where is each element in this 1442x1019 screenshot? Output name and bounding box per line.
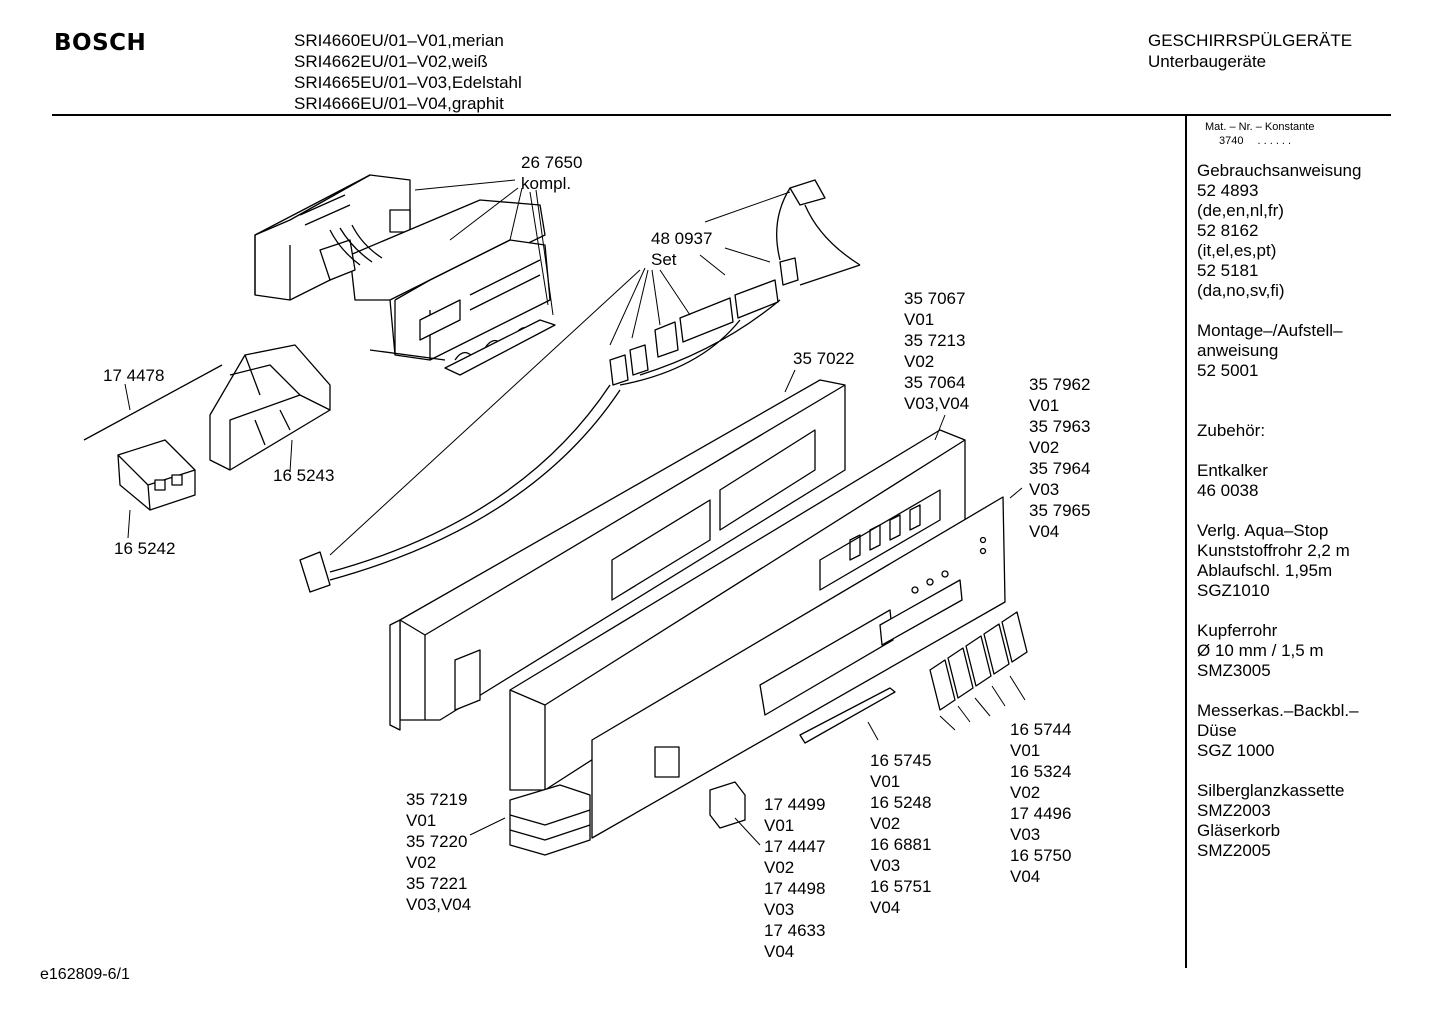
callout-16-5243: 16 5243 (273, 466, 335, 485)
sidebar-line: Düse (1197, 721, 1237, 740)
strip-part (799, 687, 896, 744)
sidebar-line: anweisung (1197, 341, 1279, 360)
model-line: SRI4660EU/01–V01,merian (294, 31, 504, 50)
sidebar-line: (it,el,es,pt) (1197, 241, 1277, 260)
button-set-part (929, 611, 1028, 711)
base-block-part (509, 784, 591, 856)
material-number-box: Mat. – Nr. – Konstante 3740 . . . . . . (1205, 120, 1314, 148)
sidebar-line: Silberglanzkassette (1197, 781, 1345, 800)
rod-part (83, 364, 223, 441)
rear-panel-part (389, 379, 846, 731)
callout-35-7022: 35 7022 (793, 349, 855, 368)
sidebar-line: (da,no,sv,fi) (1197, 281, 1285, 300)
sidebar-line: Messerkas.–Backbl.– (1197, 701, 1359, 720)
sidebar-line: 46 0038 (1197, 481, 1259, 500)
sidebar-line: Montage–/Aufstell– (1197, 321, 1343, 340)
sidebar-line: SMZ3005 (1197, 661, 1271, 680)
sidebar-line: (de,en,nl,fr) (1197, 201, 1284, 220)
sidebar-line: Verlg. Aqua–Stop (1197, 521, 1329, 540)
sidebar-line: 52 5001 (1197, 361, 1259, 380)
sidebar-line: 52 8162 (1197, 221, 1259, 240)
callout-17-4478: 17 4478 (103, 366, 165, 385)
middle-panel-part (509, 429, 966, 791)
brand-logo: BOSCH (54, 30, 147, 56)
sidebar-line: 52 4893 (1197, 181, 1259, 200)
leader-lines (124, 179, 1026, 846)
sidebar-line: Gläserkorb (1197, 821, 1281, 840)
callout-16-5242: 16 5242 (114, 539, 176, 558)
wire-harness-part (299, 179, 861, 593)
material-number-dots: . . . . . . (1257, 135, 1292, 147)
material-number-title: Mat. – Nr. – Konstante (1205, 121, 1315, 133)
model-line: SRI4665EU/01–V03,Edelstahl (294, 73, 522, 92)
bracket-part (209, 344, 331, 471)
category-title: GESCHIRRSPÜLGERÄTE Unterbaugeräte (1148, 30, 1352, 72)
front-panel-part (591, 496, 1006, 839)
drawing-id: e162809-6/1 (40, 966, 130, 983)
control-module-part (254, 174, 556, 376)
model-line: SRI4662EU/01–V02,weiß (294, 52, 488, 71)
knob-part (709, 781, 746, 829)
sidebar-line: Zubehör: (1197, 421, 1266, 440)
sidebar-line: Kunststoffrohr 2,2 m (1197, 541, 1350, 560)
sidebar-line: SMZ2003 (1197, 801, 1271, 820)
sidebar-divider (1185, 116, 1187, 968)
sidebar-line: SGZ 1000 (1197, 741, 1275, 760)
model-line: SRI4666EU/01–V04,graphit (294, 94, 504, 113)
sidebar-line: SMZ2005 (1197, 841, 1271, 860)
sidebar-line: 52 5181 (1197, 261, 1259, 280)
sidebar-line: Entkalker (1197, 461, 1268, 480)
category-line: Unterbaugeräte (1148, 52, 1267, 71)
category-line: GESCHIRRSPÜLGERÄTE (1148, 31, 1353, 50)
sidebar-line: Kupferrohr (1197, 621, 1278, 640)
material-number-value: 3740 (1219, 135, 1244, 147)
switch-part (117, 439, 196, 511)
sidebar-line: Gebrauchsanweisung (1197, 161, 1362, 180)
header-divider (52, 114, 1391, 116)
sidebar-line: Ø 10 mm / 1,5 m (1197, 641, 1324, 660)
sidebar-line: SGZ1010 (1197, 581, 1270, 600)
model-list: SRI4660EU/01–V01,merian SRI4662EU/01–V02… (294, 30, 522, 114)
sidebar-line: Ablaufschl. 1,95m (1197, 561, 1333, 580)
